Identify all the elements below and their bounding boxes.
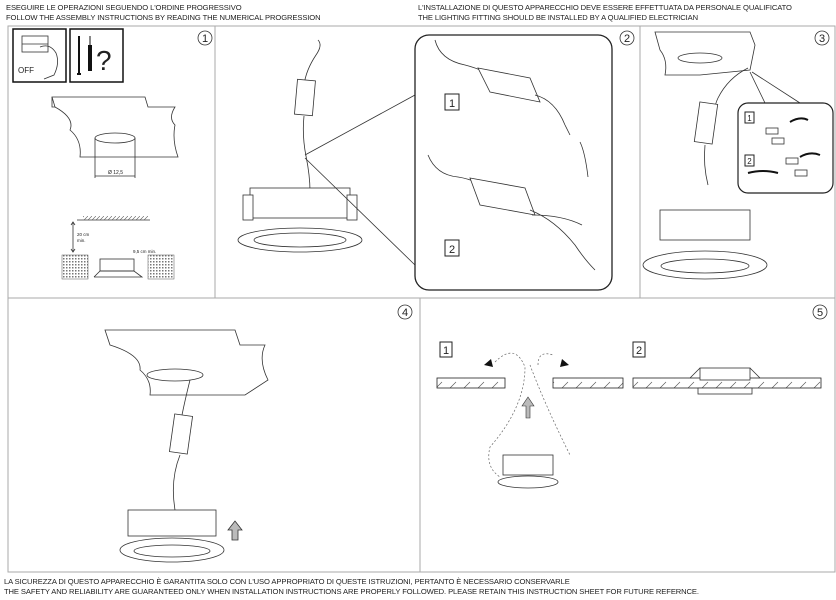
insertion-step4 [104,329,269,563]
svg-text:2: 2 [636,345,642,357]
svg-text:4: 4 [402,307,408,319]
svg-text:9,5 cm min.: 9,5 cm min. [133,249,156,254]
svg-text:Ø 12,5: Ø 12,5 [108,170,123,176]
clearance-drawing: 20 cm min. 9,5 cm min. [61,216,175,280]
power-off-icon: OFF [12,28,67,83]
header-right-it: L'INSTALLAZIONE DI QUESTO APPARECCHIO DE… [418,3,792,12]
svg-text:20 cm: 20 cm [77,232,90,237]
svg-text:1: 1 [202,33,208,45]
footer-it: LA SICUREZZA DI QUESTO APPARECCHIO È GAR… [4,577,570,586]
header-left-it: ESEGUIRE LE OPERAZIONI SEGUENDO L'ORDINE… [6,3,242,12]
step-number-4: 4 [397,304,413,320]
step-number-2: 2 [619,30,635,46]
step-number-1: 1 [197,30,213,46]
screw-anchor-question-icon: ? [69,28,124,83]
step-number-5: 5 [812,304,828,320]
svg-text:2: 2 [449,244,455,256]
wiring-detail-callout: 1 2 [414,34,613,291]
svg-text:2: 2 [747,157,752,166]
svg-text:1: 1 [747,114,752,123]
svg-text:1: 1 [449,98,455,110]
panel-frames [7,25,836,573]
footer-en: THE SAFETY AND RELIABILITY ARE GUARANTEE… [4,587,699,596]
svg-text:OFF: OFF [18,66,34,75]
header-right-en: THE LIGHTING FITTING SHOULD BE INSTALLED… [418,13,698,22]
svg-text:5: 5 [817,307,823,319]
svg-text:min.: min. [77,238,86,243]
svg-text:1: 1 [443,345,449,357]
svg-text:?: ? [96,45,112,76]
ceiling-hole-drawing: Ø 12,5 [51,96,179,178]
step-number-3: 3 [814,30,830,46]
insertion-step5: 1 2 [436,341,822,489]
svg-text:2: 2 [624,33,630,45]
svg-text:3: 3 [819,33,825,45]
driver-and-luminaire-step2 [237,39,416,266]
luminaire-connection-step3: 1 2 [642,31,834,280]
header-left-en: FOLLOW THE ASSEMBLY INSTRUCTIONS BY READ… [6,13,321,22]
